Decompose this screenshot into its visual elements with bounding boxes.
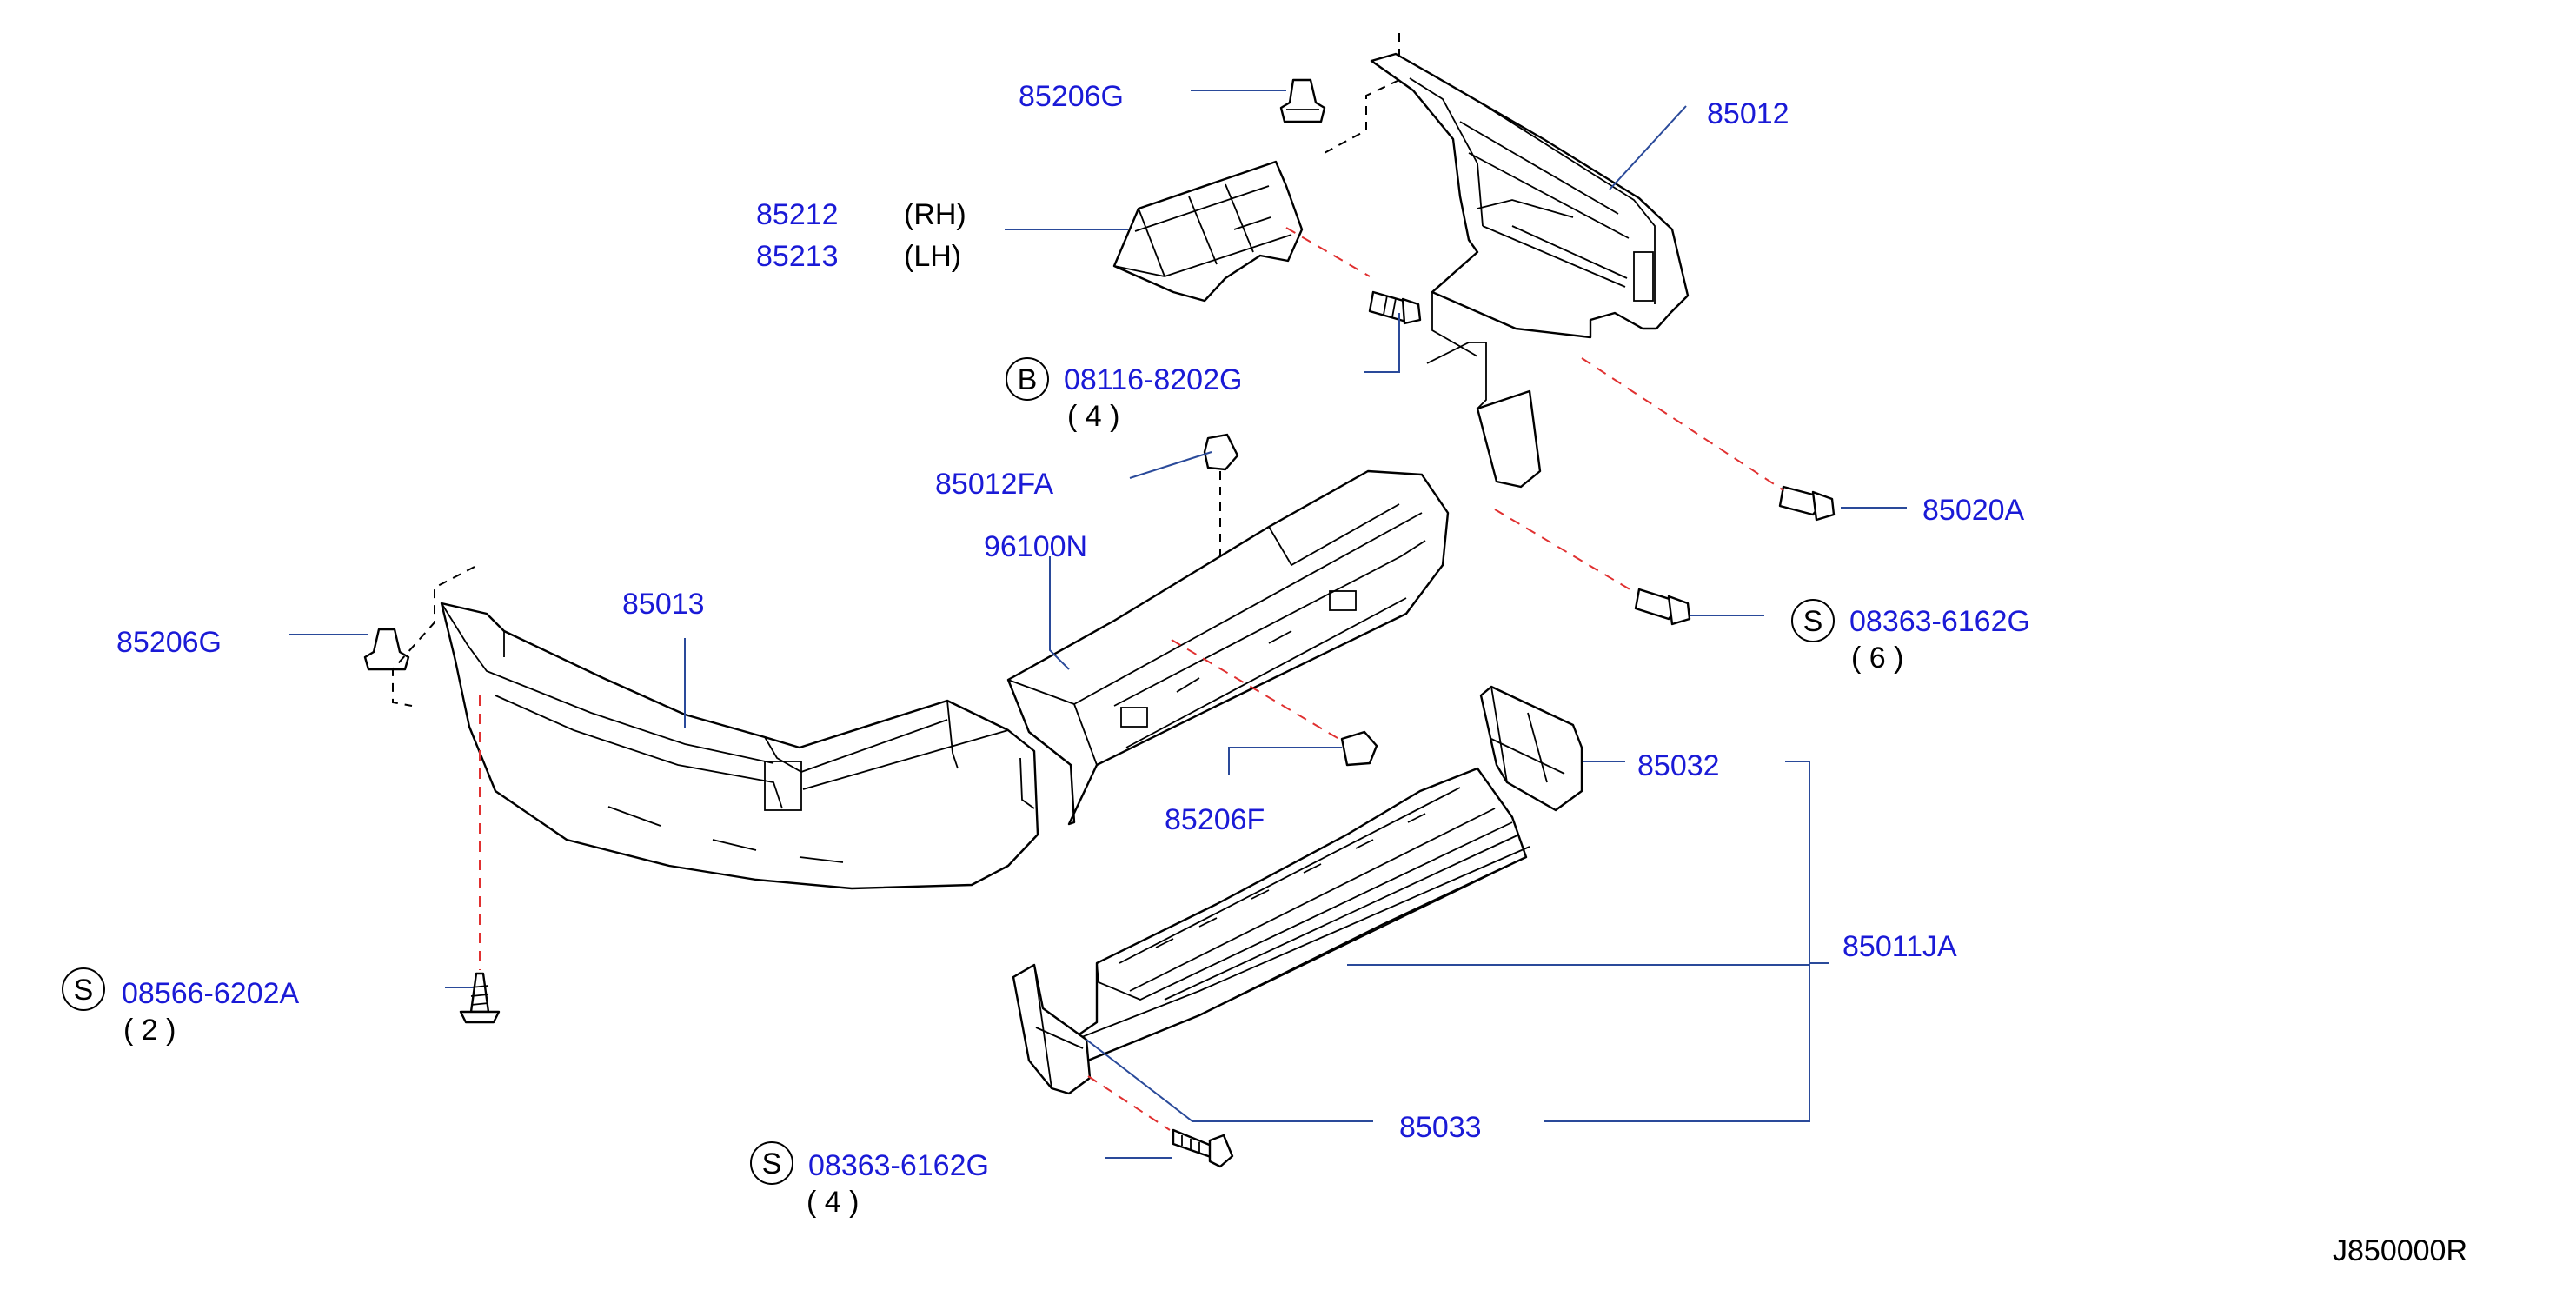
- label-85213: 85213: [756, 240, 839, 273]
- bracket-85033: [1012, 963, 1092, 1095]
- bumper-fascia-85013: [440, 602, 1039, 890]
- leader-08116: [1364, 313, 1400, 373]
- energy-absorber-96100N: [1006, 469, 1450, 826]
- leader-85012: [1609, 105, 1687, 190]
- label-08363-mid-qty: ( 6 ): [1851, 642, 1903, 675]
- label-08363-bottom-qty: ( 4 ): [807, 1186, 859, 1219]
- label-85033: 85033: [1399, 1111, 1482, 1144]
- prefix-circle-08363-mid: S: [1791, 599, 1835, 642]
- dash-bolt-08363-mid: [1494, 509, 1637, 594]
- dash-bolt-85020A: [1581, 357, 1784, 491]
- dash-clip-85206F: [1171, 639, 1343, 741]
- dashed-box-top: [1320, 33, 1400, 156]
- dash-screw-08363-bottom: [1087, 1075, 1171, 1131]
- label-85012: 85012: [1707, 97, 1789, 130]
- label-85212: 85212: [756, 198, 839, 231]
- clip-85012FA: [1203, 433, 1239, 471]
- bolt-85020A: [1778, 485, 1836, 522]
- label-85212-side: (RH): [904, 198, 966, 231]
- prefix-letter-08566: S: [74, 974, 94, 1007]
- label-08363-bottom: 08363-6162G: [808, 1149, 989, 1182]
- clip-85206G-top: [1279, 78, 1326, 123]
- step-pad-85011JA: [1067, 767, 1530, 1069]
- leader-96100N: [1049, 556, 1070, 670]
- label-85011JA: 85011JA: [1842, 930, 1957, 963]
- bracket-85212-85213: [1112, 160, 1304, 303]
- bracket-85032: [1479, 685, 1583, 812]
- leader-85033: [1086, 1039, 1373, 1122]
- label-85206G-top: 85206G: [1019, 80, 1124, 113]
- screw-08566: [459, 972, 501, 1024]
- label-85013: 85013: [622, 588, 705, 621]
- label-85206F: 85206F: [1165, 803, 1265, 836]
- leader-85011JA: [1347, 761, 1829, 1122]
- prefix-letter-08363-mid: S: [1803, 605, 1823, 638]
- label-85032: 85032: [1637, 749, 1720, 782]
- label-85213-side: (LH): [904, 240, 961, 273]
- label-85020A: 85020A: [1922, 494, 2025, 527]
- label-08566-qty: ( 2 ): [123, 1014, 176, 1047]
- bumper-reinforcement-85012: [1370, 52, 1690, 489]
- label-85012FA: 85012FA: [935, 468, 1053, 501]
- leader-85012FA: [1129, 451, 1212, 479]
- label-96100N: 96100N: [984, 530, 1087, 563]
- bolt-08363-mid: [1634, 588, 1691, 626]
- diagram-code: J850000R: [2333, 1234, 2467, 1267]
- label-85206G-left: 85206G: [116, 626, 222, 659]
- bolt-08116: [1368, 290, 1422, 325]
- prefix-circle-08116: B: [1006, 357, 1049, 401]
- leader-85206F: [1228, 747, 1342, 775]
- prefix-circle-08363-bottom: S: [750, 1141, 793, 1185]
- label-08566: 08566-6202A: [122, 977, 300, 1010]
- dash-bolt-08116: [1285, 227, 1371, 277]
- screw-08363-bottom: [1172, 1128, 1234, 1168]
- label-08116: 08116-8202G: [1064, 363, 1242, 396]
- clip-85206G-left: [363, 628, 410, 671]
- prefix-circle-08566: S: [62, 968, 105, 1011]
- prefix-letter-08363-bottom: S: [762, 1147, 782, 1180]
- dashed-box-left: [392, 566, 475, 707]
- clip-85206F: [1340, 730, 1378, 767]
- prefix-letter-08116: B: [1018, 363, 1038, 396]
- label-08116-qty: ( 4 ): [1067, 400, 1119, 433]
- label-08363-mid: 08363-6162G: [1849, 605, 2030, 638]
